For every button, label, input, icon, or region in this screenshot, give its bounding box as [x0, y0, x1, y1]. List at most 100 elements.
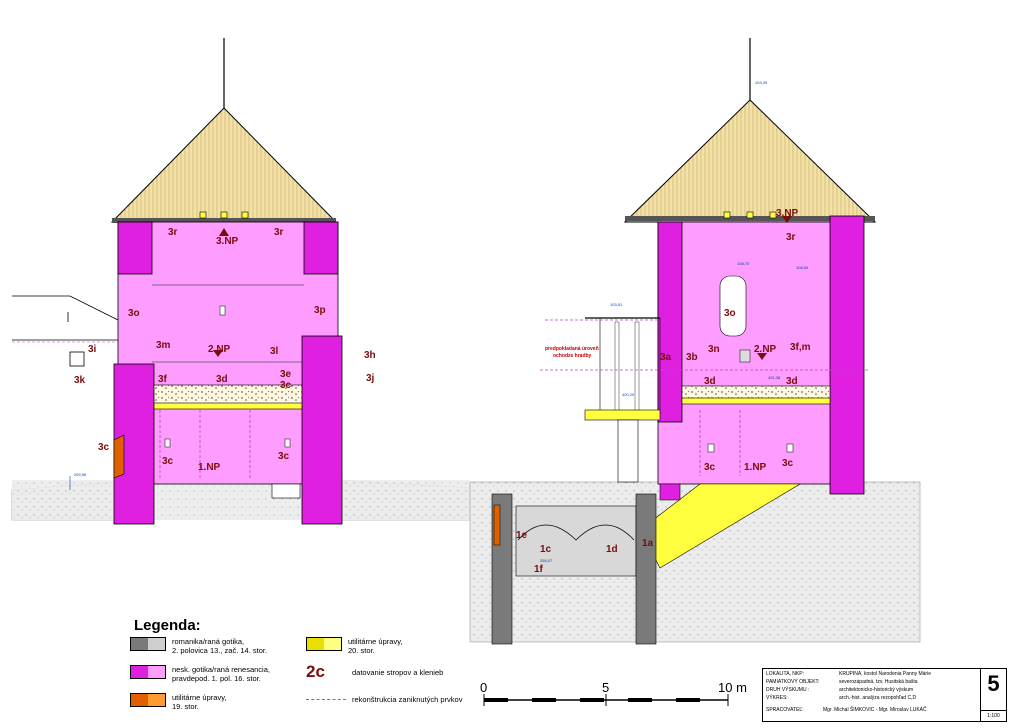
label-1a: 1a — [642, 538, 654, 549]
legend-swatch-yellow — [306, 637, 342, 651]
tb-key-research: DRUH VÝSKUMU : — [766, 687, 810, 693]
left-wall-top-l — [117, 221, 153, 275]
label-3l: 3l — [270, 346, 279, 357]
label-3k: 3k — [74, 375, 86, 386]
label-3d-right-1: 3d — [704, 376, 716, 387]
legend-item-late-gothic: nesk. gotika/raná renesancia,pravdepod. … — [130, 665, 270, 683]
label-3r-left-2: 3r — [274, 227, 284, 238]
label-3c-right-1: 3c — [704, 462, 716, 473]
scale-tick-0: 0 — [480, 680, 487, 695]
right-wall-l — [657, 221, 683, 423]
legend-text: romanika/raná gotika, — [172, 637, 245, 646]
right-annex — [599, 317, 661, 415]
sheet-scale: 1:100 — [981, 710, 1006, 719]
legend-item-dating: 2c datovanie stropov a klenieb — [306, 663, 443, 681]
left-orange-window — [113, 434, 125, 479]
legend-dash-line — [306, 699, 346, 700]
label-3fm: 3f,m — [790, 342, 811, 353]
annotation-line-1: predpokladaná úroveň — [545, 346, 599, 352]
legend-code-sample: 2c — [306, 662, 325, 681]
left-wall-top-r — [303, 221, 339, 275]
sheet-number-box: 5 1:100 — [980, 668, 1007, 722]
label-3r-right: 3r — [786, 232, 796, 243]
right-section: 103,39 108,70 108,50 103,51 401,38 400,2… — [469, 38, 921, 645]
label-1e: 1e — [516, 530, 528, 541]
elev-right-3: 108,50 — [796, 265, 809, 270]
label-3o-right: 3o — [724, 308, 736, 319]
left-section: 259,96 3r 3.NP 3r 3o 3p 3i 3k 3h 3j 3m 2… — [11, 38, 471, 525]
elev-right-2: 108,70 — [737, 261, 750, 266]
label-3i: 3i — [88, 344, 97, 355]
legend-text: utilitárne úpravy, — [172, 693, 227, 702]
tb-key-object: PAMIATKOVÝ OBJEKT: — [766, 679, 820, 685]
label-2np-right: 2.NP — [754, 344, 777, 355]
left-floor-beam — [151, 402, 305, 410]
legend-title: Legenda: — [134, 617, 201, 634]
elev-right-7: 256,07 — [540, 558, 553, 563]
legend-item-romanesque: romanika/raná gotika,2. polovica 13., za… — [130, 637, 267, 655]
tb-key-locality: LOKALITA, NKP: — [766, 671, 804, 677]
label-3p: 3p — [314, 305, 326, 316]
elev-right-1: 103,39 — [755, 80, 768, 85]
left-np3-marker — [219, 228, 229, 236]
label-3m: 3m — [156, 340, 171, 351]
left-roof-eave — [112, 218, 336, 223]
label-3e: 3e — [280, 369, 292, 380]
label-3c-orange: 3c — [98, 442, 110, 453]
label-1np-right: 1.NP — [744, 462, 767, 473]
label-3d-left: 3d — [216, 374, 228, 385]
scale-tick-10: 10 m — [718, 680, 747, 695]
legend-item-20th: utilitárne úpravy,20. stor. — [306, 637, 402, 655]
right-wall-r — [829, 215, 865, 495]
legend-text: pravdepod. 1. pol. 16. stor. — [172, 674, 261, 683]
label-1d: 1d — [606, 544, 618, 555]
label-3c-small: 3c — [280, 380, 292, 391]
legend-code-text: datovanie stropov a klenieb — [352, 668, 444, 677]
tb-key-author: SPRACOVATEĽ: — [766, 707, 804, 713]
left-roof — [110, 107, 338, 223]
right-cellar-wall-r — [635, 493, 657, 645]
tb-val-object: severozápadná, tzv. Husitská bašta — [839, 679, 918, 685]
legend-text: 2. polovica 13., zač. 14. stor. — [172, 646, 268, 655]
label-1f: 1f — [534, 564, 544, 575]
scale-bar-graphic: 0 5 10 m — [480, 680, 747, 706]
right-window-3o — [719, 275, 747, 337]
label-1c: 1c — [540, 544, 552, 555]
legend: Legenda: romanika/raná gotika,2. polovic… — [130, 617, 470, 717]
elev-right-5: 401,38 — [768, 375, 781, 380]
label-3np-right: 3.NP — [776, 208, 799, 219]
left-body — [117, 221, 339, 485]
right-roof — [623, 99, 877, 223]
legend-text: 19. stor. — [172, 702, 199, 711]
legend-dash-text: rekonštrukcia zaniknutých prvkov — [352, 695, 463, 704]
left-wall-low-l — [113, 363, 155, 525]
annotation-line-2: ochodze hradby — [553, 353, 592, 359]
label-1np-left: 1.NP — [198, 462, 221, 473]
label-3n: 3n — [708, 344, 720, 355]
label-3c-right-2: 3c — [782, 458, 794, 469]
left-wall-low-r — [301, 335, 343, 525]
label-2np-left: 2.NP — [208, 344, 231, 355]
legend-swatch-orange — [130, 693, 166, 707]
label-3j: 3j — [366, 373, 375, 384]
label-3f: 3f — [158, 374, 168, 385]
legend-swatch-grey — [130, 637, 166, 651]
legend-item-reconstruction: rekonštrukcia zaniknutých prvkov — [306, 695, 462, 704]
tb-val-author: Mgr. Michal ŠIMKOVIC - Mgr. Miroslav LUK… — [823, 707, 927, 713]
label-3c-left: 3c — [162, 456, 174, 467]
elev-right-4: 103,51 — [610, 302, 623, 307]
legend-swatch-pink — [130, 665, 166, 679]
label-3o: 3o — [128, 308, 140, 319]
tb-val-research: architektonicko-historický výskum — [839, 687, 914, 693]
legend-item-19th: utilitárne úpravy,19. stor. — [130, 693, 226, 711]
tb-val-locality: KRUPINA, kostol Narodenia Panny Márie — [839, 671, 931, 677]
sheet-number: 5 — [987, 671, 1000, 696]
left-small-box — [69, 351, 85, 367]
label-3r-left-1: 3r — [168, 227, 178, 238]
label-3a: 3a — [660, 352, 672, 363]
legend-text: nesk. gotika/raná renesancia, — [172, 665, 270, 674]
label-3c-right: 3c — [278, 451, 290, 462]
scale-tick-5: 5 — [602, 680, 609, 695]
label-3b: 3b — [686, 352, 698, 363]
left-elevation: 259,96 — [74, 472, 87, 477]
